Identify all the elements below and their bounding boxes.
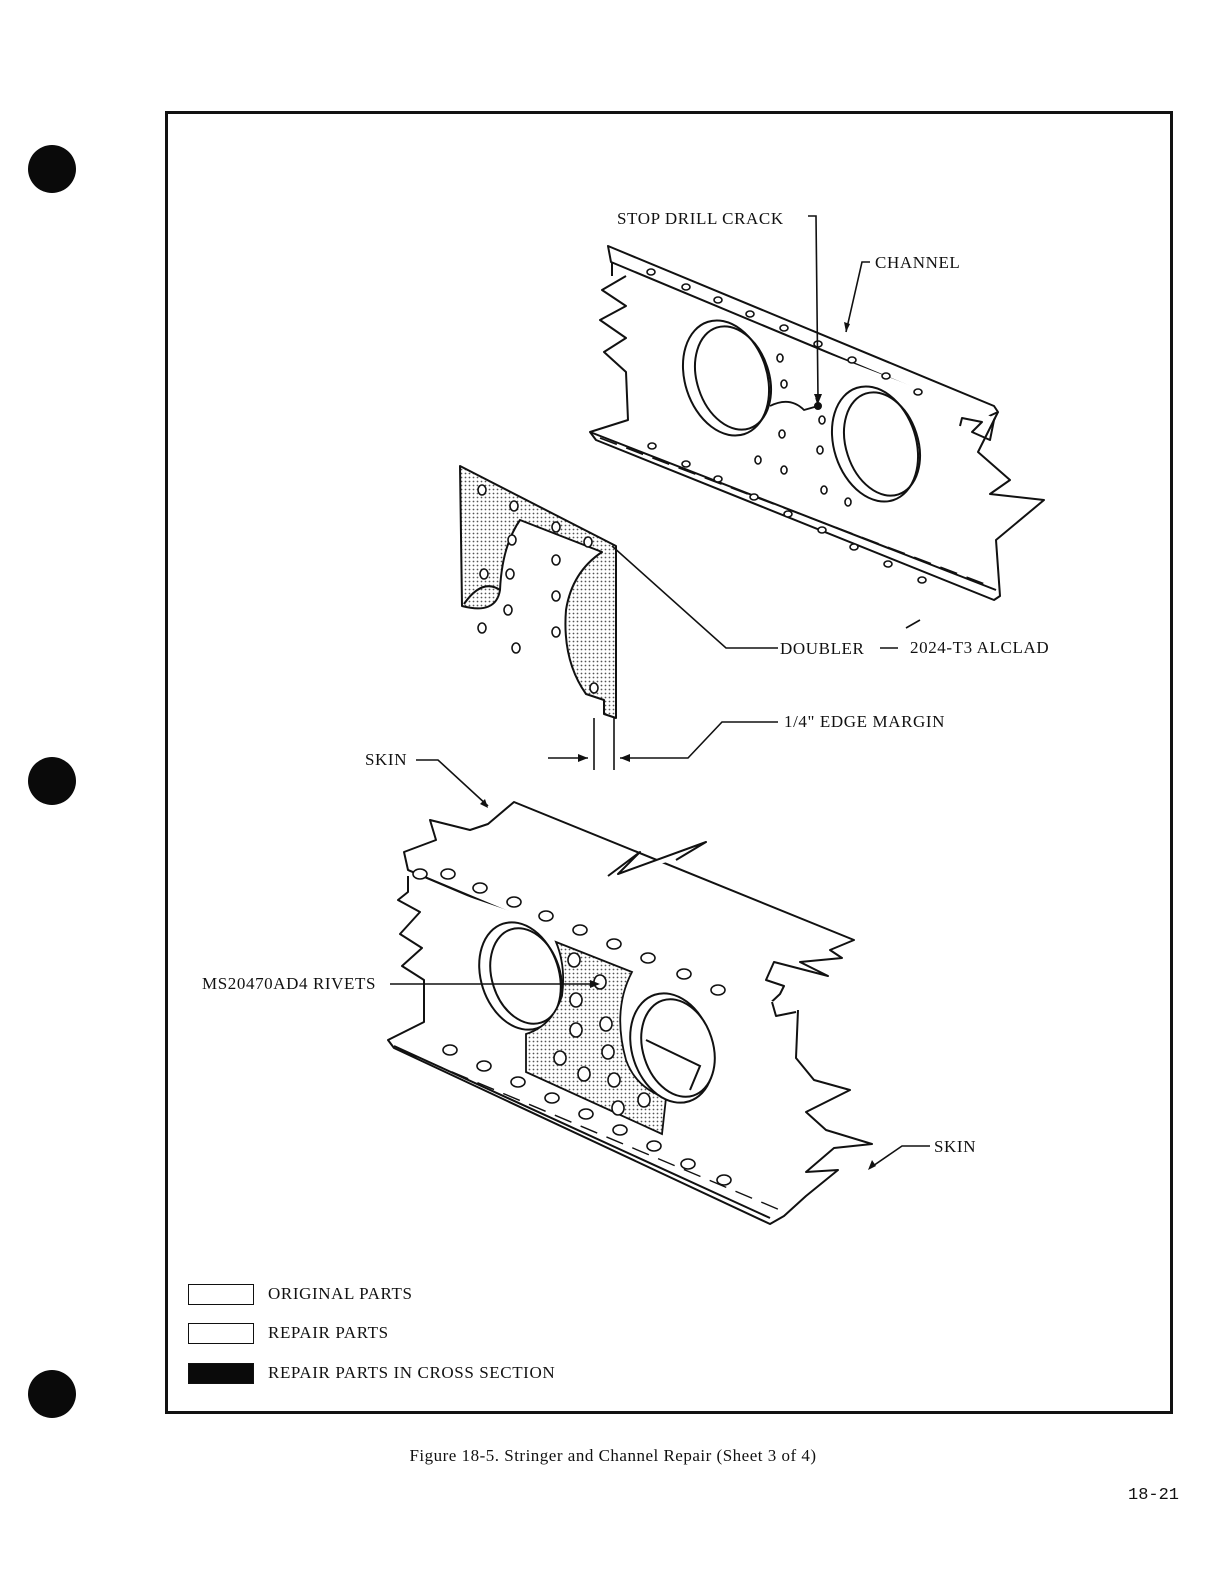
legend-original-parts: ORIGINAL PARTS xyxy=(188,1282,413,1306)
legend-label: REPAIR PARTS IN CROSS SECTION xyxy=(268,1363,555,1383)
page-number: 18-21 xyxy=(1128,1486,1179,1505)
callout-skin-upper: SKIN xyxy=(365,750,407,770)
legend-swatch-original xyxy=(188,1284,254,1305)
legend-swatch-cross-section xyxy=(188,1363,254,1384)
legend-label: REPAIR PARTS xyxy=(268,1323,389,1343)
legend-repair-parts: REPAIR PARTS xyxy=(188,1321,389,1345)
legend-label: ORIGINAL PARTS xyxy=(268,1284,413,1304)
legend-cross-section: REPAIR PARTS IN CROSS SECTION xyxy=(188,1361,555,1385)
callout-material: 2024-T3 ALCLAD xyxy=(910,638,1049,658)
callout-skin-lower: SKIN xyxy=(934,1137,976,1157)
callout-doubler: DOUBLER xyxy=(780,639,864,659)
callout-stop-drill-crack: STOP DRILL CRACK xyxy=(617,209,784,229)
callout-channel: CHANNEL xyxy=(875,253,960,273)
figure-caption: Figure 18-5. Stringer and Channel Repair… xyxy=(0,1446,1226,1466)
callout-rivets: MS20470AD4 RIVETS xyxy=(202,974,376,994)
legend-swatch-repair xyxy=(188,1323,254,1344)
doubler-part xyxy=(460,466,616,718)
callout-edge-margin: 1/4" EDGE MARGIN xyxy=(784,712,945,732)
